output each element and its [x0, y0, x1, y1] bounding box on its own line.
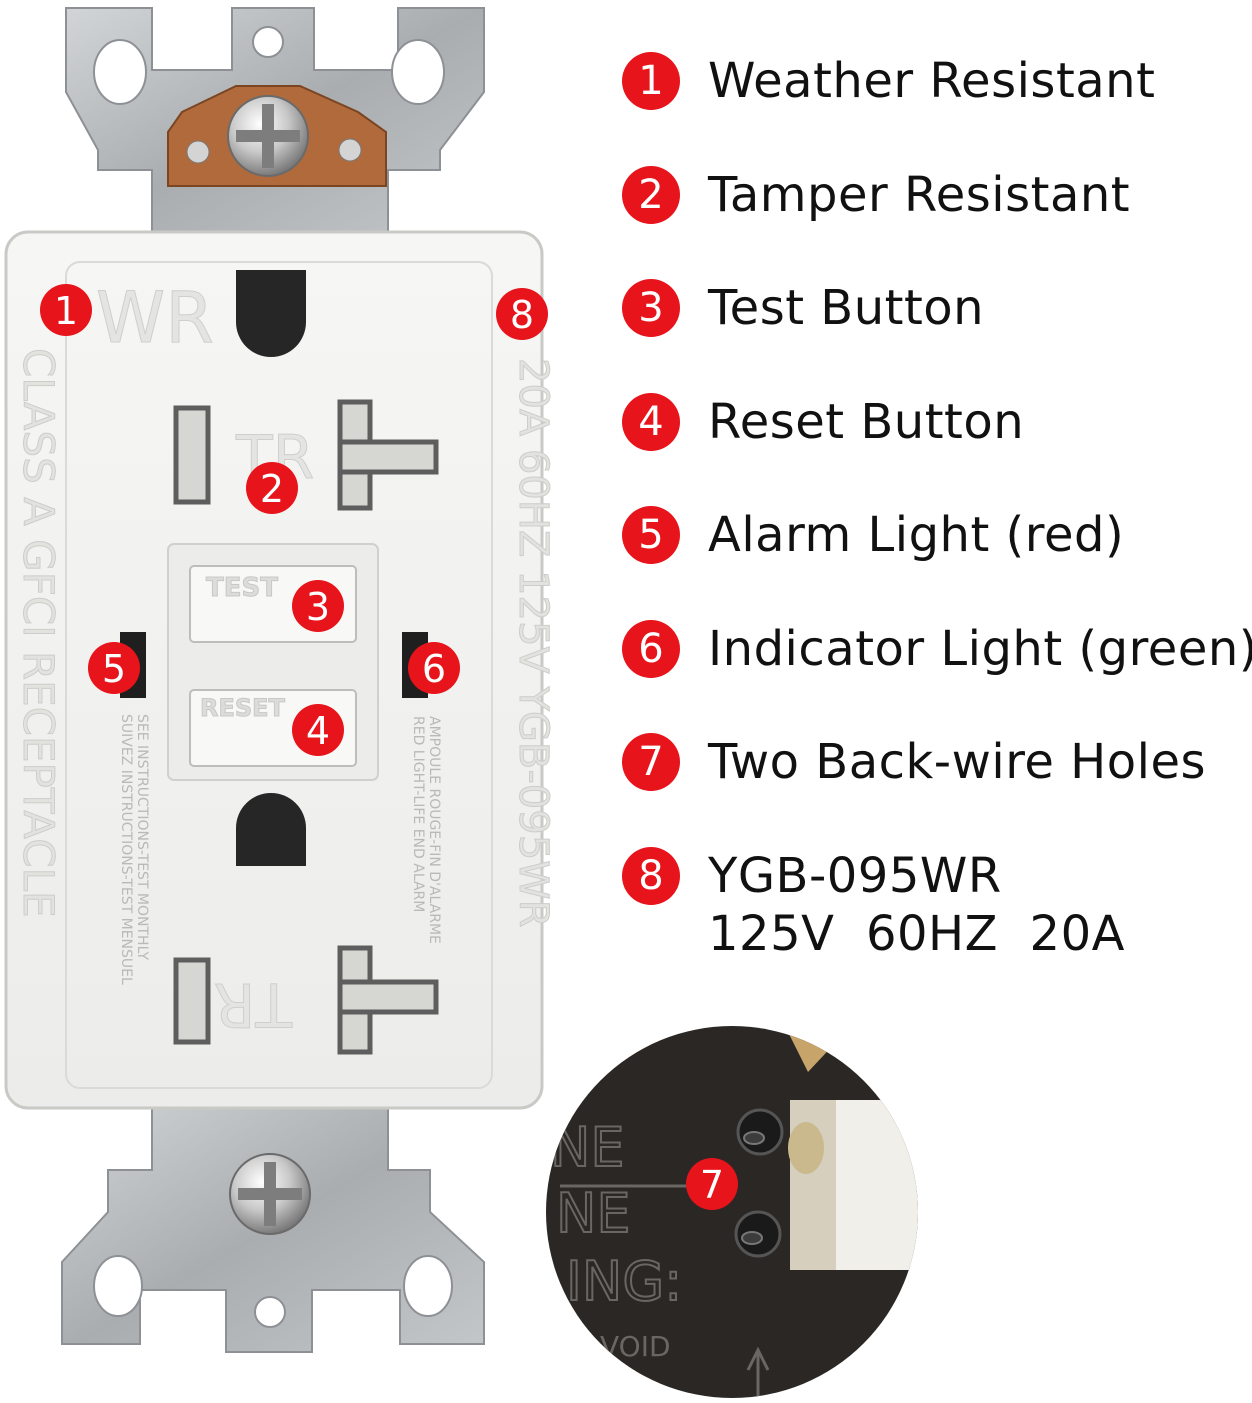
legend-badge-5: 5: [622, 506, 680, 564]
inset-text-3: ING:: [566, 1250, 682, 1313]
legend-badge-8: 8: [622, 846, 680, 905]
legend-badge-4: 4: [622, 392, 680, 451]
legend-item-6: 6 Indicator Light (green): [622, 619, 1252, 732]
callout-number-7: 7: [700, 1163, 724, 1207]
legend-item-7: 7 Two Back-wire Holes: [622, 733, 1252, 845]
lower-outlet: TR: [173, 793, 439, 1055]
reset-button-label: RESET: [200, 694, 286, 722]
legend-label-8-line1: YGB-095WR: [708, 847, 1002, 904]
legend-item-5: 5 Alarm Light (red): [622, 506, 1252, 618]
alarm-text-2: AMPOULE ROUGE-FIN D'ALARME: [426, 716, 442, 944]
legend-item-8: 8 YGB-095WR 125V 60HZ 20A: [622, 846, 1252, 963]
legend-label-2: Tamper Resistant: [708, 166, 1131, 223]
legend-item-1: 1 Weather Resistant: [622, 52, 1252, 164]
upper-outlet: TR: [173, 270, 439, 511]
callout-number-6: 6: [422, 647, 446, 691]
legend-badge-6: 6: [622, 619, 680, 678]
left-edge-text: CLASS A GFCI RECEPTACLE: [14, 348, 63, 918]
callout-badge-1: 1: [40, 284, 92, 336]
legend-badge-1: 1: [622, 52, 680, 110]
ground-screw-top: [227, 95, 309, 177]
callout-badge-3: 3: [292, 580, 344, 632]
right-edge-text: 20A 60HZ 125V YGB-095WR: [510, 358, 556, 928]
alarm-text-1: RED LIGHT-LIFE END ALARM: [410, 716, 426, 912]
callout-badge-8: 8: [496, 288, 548, 340]
instruction-text-1: SEE INSTRUCTIONS-TEST MONTHLY: [134, 714, 150, 961]
legend-badge-2: 2: [622, 165, 680, 224]
backwire-inset: NE NE ING: VOID: [546, 1026, 918, 1398]
legend-label-8: YGB-095WR 125V 60HZ 20A: [708, 847, 1125, 963]
inset-text-4: VOID: [600, 1330, 671, 1363]
legend-label-6: Indicator Light (green): [708, 620, 1252, 677]
inset-text-1: NE: [550, 1116, 625, 1179]
callout-number-3: 3: [306, 585, 330, 629]
callout-badge-7: 7: [686, 1158, 738, 1210]
legend-label-5: Alarm Light (red): [708, 507, 1125, 563]
callout-badge-6: 6: [408, 642, 460, 694]
legend-label-7: Two Back-wire Holes: [708, 734, 1207, 790]
instruction-text-2: SUIVEZ INSTRUCTIONS-TEST MENSUEL: [118, 714, 134, 985]
legend-label-8-line2: 125V 60HZ 20A: [708, 905, 1125, 962]
callout-number-5: 5: [102, 647, 126, 691]
legend-badge-3: 3: [622, 279, 680, 337]
legend-badge-7: 7: [622, 733, 680, 791]
wr-mark: WR: [96, 277, 214, 359]
mounting-screw-bottom: [229, 1153, 311, 1235]
tr-mark-bottom: TR: [214, 969, 293, 1039]
callout-badge-4: 4: [292, 704, 344, 756]
callout-badge-5: 5: [88, 642, 140, 694]
legend-label-1: Weather Resistant: [708, 53, 1156, 109]
callout-number-4: 4: [306, 709, 330, 753]
legend-item-2: 2 Tamper Resistant: [622, 165, 1252, 278]
inset-text-2: NE: [556, 1182, 631, 1245]
callout-badge-2: 2: [246, 462, 298, 514]
callout-number-8: 8: [510, 293, 534, 337]
legend-label-4: Reset Button: [708, 393, 1025, 450]
callout-number-2: 2: [260, 467, 284, 511]
legend-label-3: Test Button: [708, 280, 985, 336]
legend-item-3: 3 Test Button: [622, 279, 1252, 391]
feature-legend: 1 Weather Resistant 2 Tamper Resistant 3…: [622, 52, 1252, 964]
test-button-label: TEST: [206, 573, 278, 603]
legend-item-4: 4 Reset Button: [622, 392, 1252, 505]
callout-number-1: 1: [54, 289, 78, 333]
